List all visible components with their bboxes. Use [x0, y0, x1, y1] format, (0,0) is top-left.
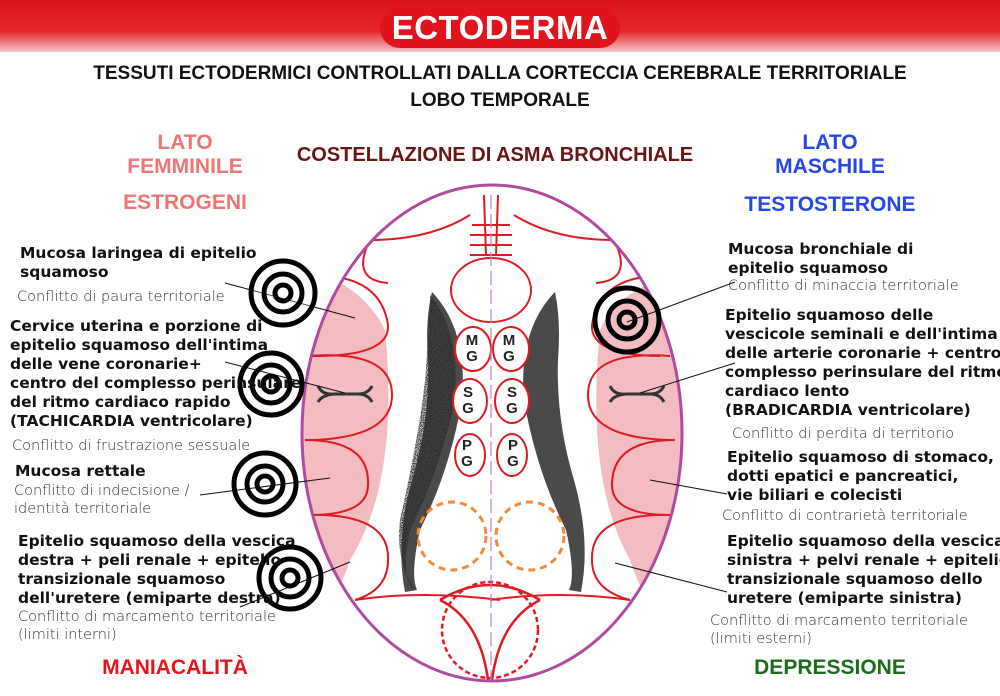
target-icon-2 — [237, 350, 305, 418]
left-conflict-3: Conflitto di indecisione / identità terr… — [14, 483, 190, 517]
right-conflict-1: Conflitto di minaccia territoriale — [728, 278, 959, 294]
maniacal-label: MANIACALITÀ — [102, 656, 248, 679]
male-side-label: LATO MASCHILE — [730, 131, 930, 179]
right-insula-shading — [523, 292, 585, 592]
gland-mg-left-bottom: G — [466, 348, 478, 365]
gland-pg-left-bottom: G — [461, 453, 473, 470]
left-tissue-4: Epitelio squamoso della vescica destra +… — [18, 532, 296, 607]
left-tissue-2: Cervice uterina e porzione di epitelio s… — [10, 317, 302, 430]
gland-mg-left-top: M — [466, 332, 479, 349]
gland-sg-left-bottom: G — [462, 400, 474, 417]
right-conflict-4: Conflitto di marcamento territoriale (li… — [710, 613, 968, 647]
subtitle-line-2: LOBO TEMPORALE — [410, 90, 590, 111]
left-conflict-2: Conflitto di frustrazione sessuale — [12, 438, 251, 454]
constellation-title: COSTELLAZIONE DI ASMA BRONCHIALE — [296, 144, 694, 166]
right-tissue-1: Mucosa bronchiale di epitelio squamoso — [728, 240, 914, 277]
female-side-line2: FEMMINILE — [127, 155, 243, 178]
right-coronary-icon — [608, 385, 666, 403]
female-side-label: LATO FEMMINILE — [85, 131, 285, 179]
right-tissue-2: Epitelio squamoso delle vescicole semina… — [725, 306, 1000, 419]
left-coronary-icon — [316, 385, 374, 403]
target-icon-5 — [592, 285, 662, 355]
right-tissue-4: Epitelio squamoso della vescica sinistra… — [727, 532, 1000, 607]
gland-sg-left-top: S — [463, 384, 473, 401]
right-conflict-2: Conflitto di perdita di territorio — [732, 426, 955, 442]
estrogen-label: ESTROGENI — [123, 191, 247, 214]
gland-mg-right-bottom: G — [503, 348, 515, 365]
gland-sg-right-bottom: G — [506, 400, 518, 417]
male-side-line2: MASCHILE — [775, 155, 885, 178]
left-insula-shading — [401, 292, 463, 592]
target-icon-4 — [256, 544, 324, 612]
left-active-area — [302, 270, 389, 640]
left-tissue-3: Mucosa rettale — [15, 462, 146, 480]
depression-label: DEPRESSIONE — [754, 656, 906, 679]
target-icon-1 — [248, 258, 318, 328]
brain-outline — [300, 183, 684, 683]
right-tissue-3: Epitelio squamoso di stomaco, dotti epat… — [727, 448, 994, 504]
female-side-line1: LATO — [157, 131, 213, 154]
target-icon-3 — [231, 450, 299, 518]
page-title: ECTODERMA — [380, 8, 620, 48]
left-tissue-1: Mucosa laringea di epitelio squamoso — [20, 244, 257, 281]
gland-mg-right-top: M — [503, 332, 516, 349]
left-conflict-4: Conflitto di marcamento territoriale (li… — [18, 609, 276, 643]
gland-sg-right-top: S — [507, 384, 517, 401]
male-side-line1: LATO — [802, 131, 858, 154]
subtitle-line-1: TESSUTI ECTODERMICI CONTROLLATI DALLA CO… — [93, 63, 907, 84]
right-conflict-3: Conflitto di contrarietà territoriale — [722, 508, 968, 524]
testosterone-label: TESTOSTERONE — [744, 193, 916, 216]
gland-pg-right-bottom: G — [507, 453, 519, 470]
gland-pg-right-top: P — [508, 437, 518, 454]
left-conflict-1: Conflitto di paura territoriale — [17, 289, 225, 305]
gland-pg-left-top: P — [462, 437, 472, 454]
